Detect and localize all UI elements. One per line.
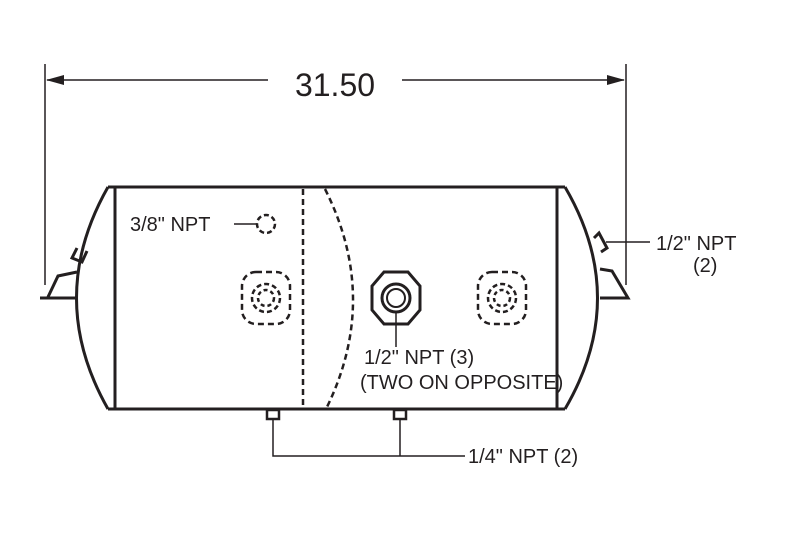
left-end-port-icon [69,247,89,264]
left-mounting-foot [40,270,78,300]
arrow-left-icon [46,75,64,85]
center-port-note: (TWO ON OPPOSITE) [360,372,563,394]
center-port-label: 1/2" NPT (3) [364,347,474,369]
center-fitting: 1/2" NPT (3) (TWO ON OPPOSITE) [360,270,563,394]
bottom-port-icon [265,408,281,421]
bottom-ports: 1/4" NPT (2) [265,408,578,468]
end-port-label: 1/2" NPT [656,233,736,255]
right-end-fittings: 1/2" NPT (2) [592,230,736,300]
right-end-port-icon [592,230,609,254]
right-dome [563,186,599,410]
hidden-fitting-left [240,270,292,326]
right-mounting-foot [599,267,631,300]
hidden-fitting-right [476,270,528,326]
left-end-fittings [40,247,89,300]
overall-length-dimension: 31.50 [44,64,627,285]
bottom-port-icon [392,408,408,421]
tank-body [75,185,599,411]
port-3-8-label: 3/8" NPT [130,214,210,236]
hidden-head-arc [323,188,355,408]
port-3-8: 3/8" NPT [130,213,277,236]
hex-fitting-icon [370,270,422,326]
hidden-port-icon [255,213,277,235]
left-dome [75,186,110,410]
arrow-right-icon [607,75,625,85]
bottom-port-label: 1/4" NPT (2) [468,446,578,468]
end-port-count: (2) [693,255,717,277]
overall-length-value: 31.50 [295,67,375,103]
